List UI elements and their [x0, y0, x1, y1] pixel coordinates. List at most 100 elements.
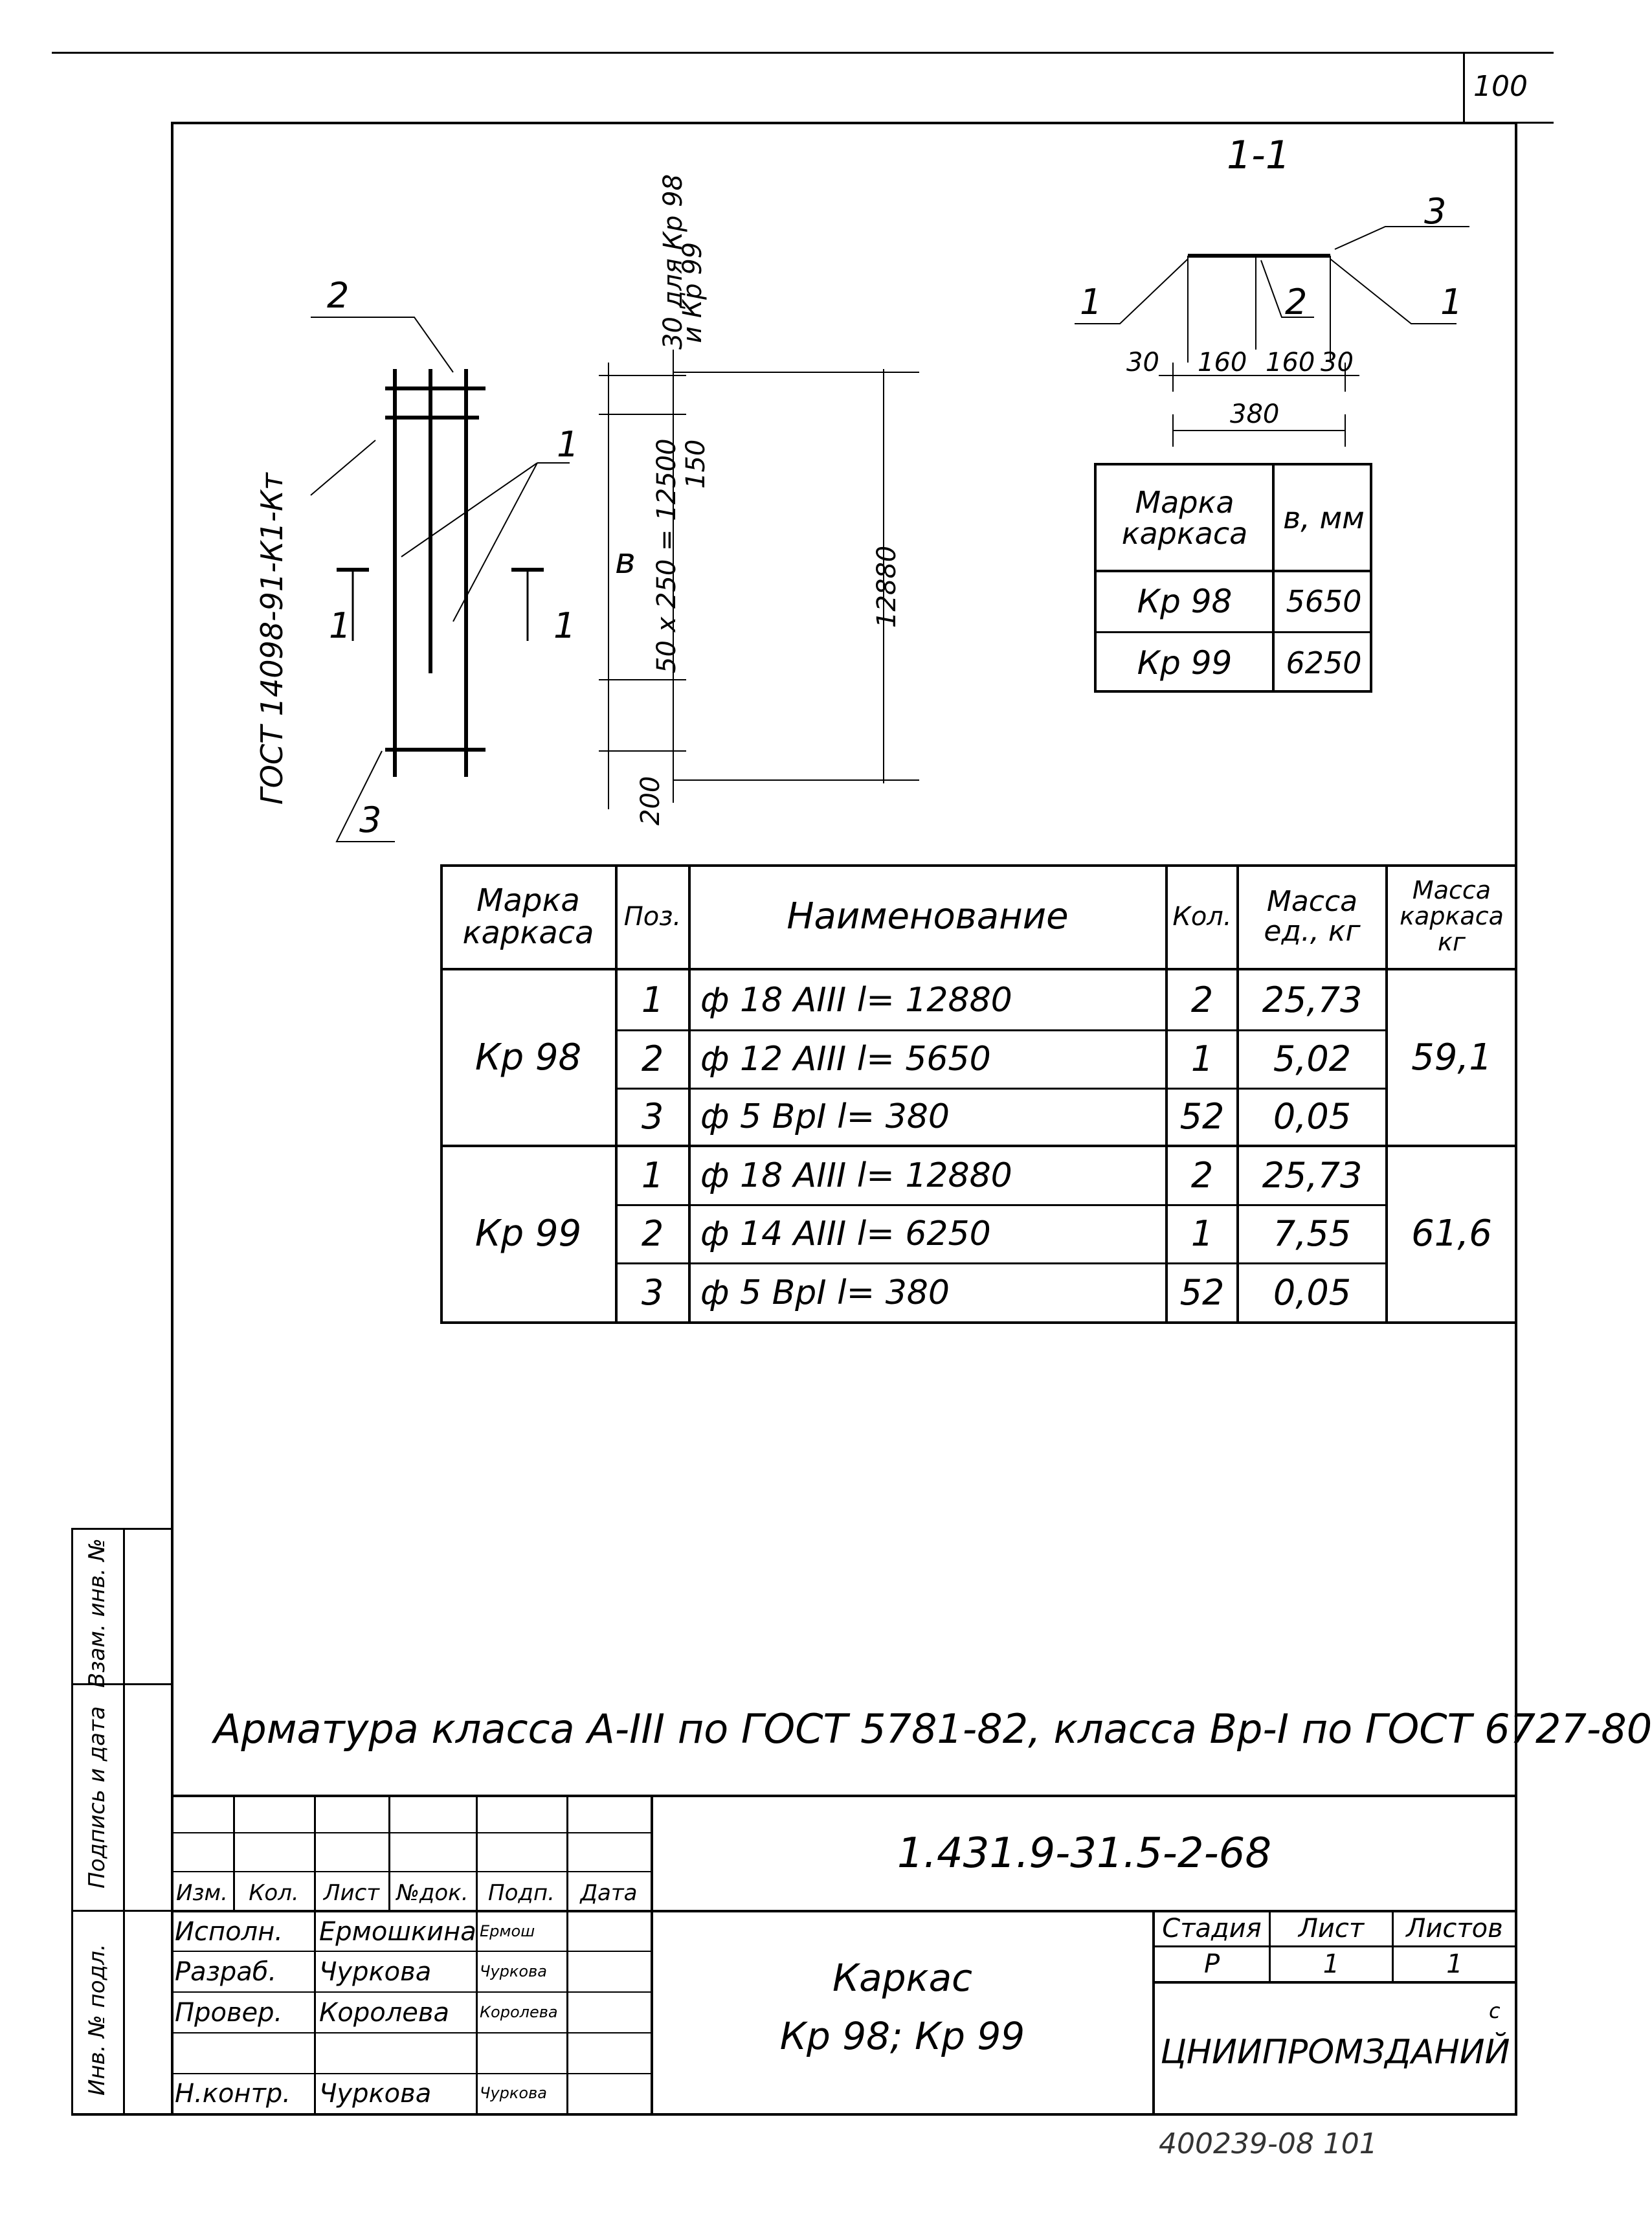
tb-sheets: 1 [1446, 1949, 1463, 1979]
spec-g2-r1-name: ф 18 АIII l= 12880 [700, 1156, 1012, 1195]
tb-sign-3: Королева [480, 2002, 558, 2021]
spec-g2-mark: Кр 99 [474, 1213, 582, 1255]
tb-code-line [651, 1910, 1517, 1912]
section-dim-380: 380 [1230, 399, 1280, 429]
top-trim-line [52, 52, 1554, 54]
frame-top [171, 122, 1517, 124]
section-dim-160a: 160 [1198, 348, 1247, 377]
tb-h-podp: Подп. [488, 1880, 555, 1907]
tb-stage-label: Стадия [1162, 1914, 1262, 1944]
tb-grid-v2 [314, 1795, 316, 2116]
side-stamp-replace: Взам. инв. № [84, 1538, 110, 1688]
sheet-number-box-left [1463, 52, 1465, 123]
spec-bottom-line [440, 1321, 1517, 1324]
tb-role-2: Разраб. [175, 1956, 277, 1987]
small-table-h-b: в, мм [1283, 500, 1365, 535]
section-dim-160b: 160 [1266, 348, 1315, 377]
spec-g1-r3-qty: 52 [1179, 1096, 1225, 1137]
tb-top [171, 1795, 1517, 1797]
tb-h-list: Лист [323, 1880, 380, 1907]
spec-h-mark: Марка каркаса [462, 882, 594, 951]
spec-col-1 [615, 864, 618, 1324]
spec-r5-line [615, 1262, 1385, 1264]
sheet-number: 100 [1473, 70, 1528, 103]
tb-sign-5: Чуркова [480, 2084, 547, 2103]
dim-200-label: 200 [636, 776, 665, 825]
elev-section-mark-right: 1 [553, 605, 576, 646]
tb-stage: Р [1203, 1949, 1220, 1979]
small-table [1094, 463, 1372, 693]
tb-title-2: Кр 98; Кр 99 [779, 2013, 1025, 2058]
small-table-r1-mark: Кр 98 [1137, 582, 1233, 620]
spec-g2-r3-name: ф 5 ВрI l= 380 [700, 1273, 950, 1312]
frame-bottom [71, 2113, 1517, 2116]
tb-sheets-label: Листов [1406, 1914, 1503, 1944]
tb-grid-v4 [476, 1795, 478, 2116]
side-stamp-inner [123, 1528, 125, 2116]
tb-sign-1: Ермош [480, 1921, 535, 1940]
tb-grid-h5 [171, 1991, 651, 1993]
side-stamp-outer [71, 1528, 73, 2116]
dim-total-label: 12880 [872, 545, 902, 628]
spec-g1-r3-name: ф 5 ВрI l= 380 [700, 1097, 950, 1137]
reinforcement-note: Арматура класса А-III по ГОСТ 5781-82, к… [214, 1705, 1652, 1753]
elev-label-3: 3 [359, 800, 382, 840]
dim-30-label-b: и Кр 99 [678, 241, 708, 343]
spec-r2-line [615, 1088, 1385, 1090]
spec-h-pos: Поз. [623, 902, 682, 932]
small-table-vline [1272, 463, 1275, 693]
side-stamp-sep1 [71, 1683, 173, 1685]
spec-g2-r2-qty: 1 [1190, 1213, 1214, 1255]
section-dim-30a: 30 [1126, 348, 1159, 377]
side-stamp-sep2 [71, 1910, 173, 1912]
tb-grid-h1 [171, 1832, 651, 1833]
spec-r4-line [615, 1204, 1385, 1206]
spec-g1-frame-mass: 59,1 [1411, 1036, 1492, 1079]
tb-sheet: 1 [1323, 1949, 1340, 1979]
tb-right-vline [1152, 1910, 1155, 2116]
small-table-hline2 [1094, 631, 1372, 633]
tb-name-2: Чуркова [319, 1956, 432, 1987]
spec-col-5 [1385, 864, 1388, 1324]
spec-g2-frame-mass: 61,6 [1411, 1213, 1492, 1255]
dim-150-label: 150 [681, 439, 711, 489]
section-label-3: 3 [1424, 191, 1447, 232]
side-stamp-inv: Инв. № подл. [84, 1944, 110, 2096]
drawing-svg [310, 226, 1469, 842]
tb-grid-v1 [233, 1795, 235, 1912]
section-title: 1-1 [1227, 133, 1290, 178]
tb-sign-2: Чуркова [480, 1962, 547, 1980]
section-label-1-right: 1 [1440, 282, 1463, 322]
spec-g1-mark: Кр 98 [474, 1036, 582, 1079]
spec-g2-r3-qty: 52 [1179, 1271, 1225, 1313]
tb-grid-h6 [171, 2032, 651, 2033]
spec-g1-r3-mass: 0,05 [1273, 1096, 1352, 1137]
spec-h-qty: Кол. [1172, 902, 1232, 932]
dim-pitch-label: 50 х 250 = 12500 [652, 438, 682, 673]
spec-h-frame-mass: Масса каркаса кг [1400, 876, 1504, 956]
tb-grid-h2 [171, 1871, 651, 1872]
spec-r1-line [615, 1029, 1385, 1031]
spec-h-name: Наименование [787, 895, 1069, 937]
frame-left [171, 122, 173, 2116]
section-dim-30b: 30 [1321, 348, 1354, 377]
tb-grid-h3 [171, 1910, 651, 1912]
tb-grid-h4 [171, 1951, 651, 1952]
section-label-2: 2 [1285, 282, 1308, 322]
side-stamp-top [71, 1528, 173, 1530]
spec-g2-r2-pos: 2 [641, 1213, 664, 1255]
elev-label-1: 1 [557, 424, 579, 465]
tb-stage-line2 [1152, 1981, 1517, 1984]
tb-org-mark: с [1489, 1999, 1501, 2023]
tb-h-data: Дата [580, 1880, 638, 1907]
tb-grid-v5 [566, 1795, 568, 2116]
tb-grid-v3 [388, 1795, 390, 1912]
elev-section-mark-left: 1 [329, 605, 352, 646]
spec-g2-r3-mass: 0,05 [1273, 1271, 1352, 1313]
side-stamp-sign: Подпись и дата [84, 1706, 110, 1888]
tb-stage-v1 [1269, 1910, 1271, 1982]
spec-group-line [440, 1145, 1517, 1147]
tb-role-3: Провер. [175, 1997, 283, 2028]
tb-grid-h7 [171, 2073, 651, 2074]
tb-name-3: Королева [319, 1997, 449, 2028]
